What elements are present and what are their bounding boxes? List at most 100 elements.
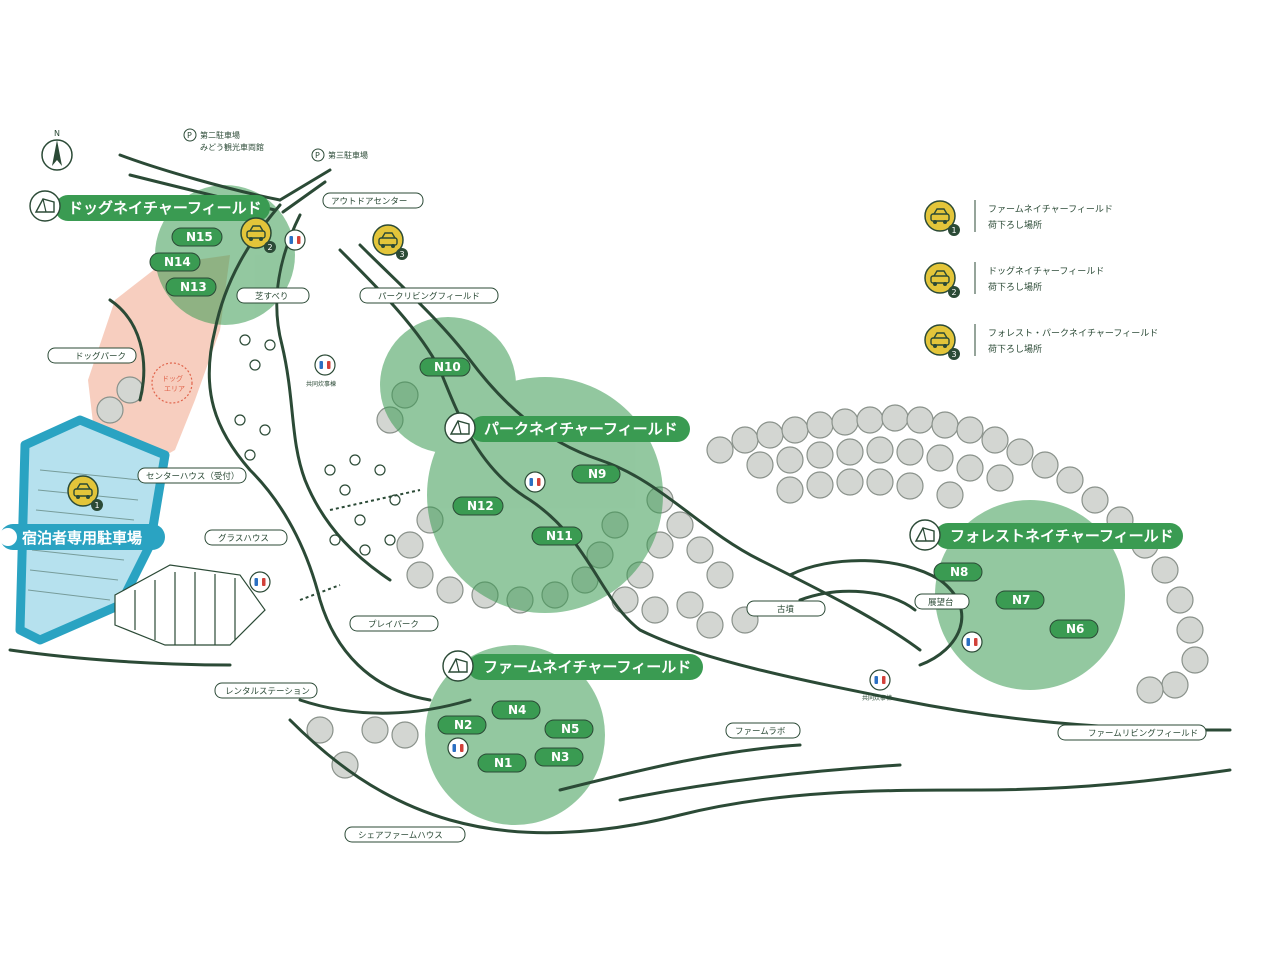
- toilet-icon: [447, 737, 469, 759]
- svg-text:N8: N8: [950, 565, 968, 579]
- site-n14: N14: [149, 252, 201, 272]
- dog-area-marker: ドッグ エリア: [151, 362, 193, 404]
- parking-2-line2: みどう観光車両館: [200, 142, 264, 152]
- svg-text:N12: N12: [467, 499, 494, 513]
- svg-text:2: 2: [952, 288, 957, 297]
- guest-parking-label[interactable]: 宿泊者専用駐車場: [0, 524, 165, 550]
- site-n4: N4: [491, 700, 541, 720]
- place-rental-station: レンタルステーション: [214, 682, 318, 699]
- svg-text:1: 1: [952, 226, 957, 235]
- roads: [8, 153, 1232, 835]
- place-play-park: プレイパーク: [349, 615, 439, 632]
- place-dog-park: ドッグパーク: [47, 347, 137, 364]
- svg-text:レンタルステーション: レンタルステーション: [225, 687, 310, 697]
- svg-text:N13: N13: [180, 280, 207, 294]
- svg-text:N11: N11: [546, 529, 573, 543]
- place-farm-lab: ファームラボ: [725, 722, 801, 739]
- toilet-icon: [314, 354, 336, 376]
- toilet-icon: [284, 229, 306, 251]
- place-old-tomb: 古墳: [746, 600, 826, 617]
- site-n12: N12: [452, 496, 504, 516]
- place-share-farm-house: シェアファームハウス: [344, 826, 466, 843]
- orchard: [234, 334, 401, 556]
- svg-text:荷下ろし場所: 荷下ろし場所: [988, 343, 1042, 355]
- svg-text:ファームラボ: ファームラボ: [735, 727, 786, 737]
- compass-label: N: [54, 129, 60, 138]
- svg-text:N4: N4: [508, 703, 526, 717]
- svg-text:N15: N15: [186, 230, 213, 244]
- legend-item-2: 2 ドッグネイチャーフィールド 荷下ろし場所: [924, 262, 1104, 298]
- site-n8: N8: [933, 562, 983, 582]
- svg-text:1: 1: [95, 501, 100, 510]
- field-label-dog[interactable]: ドッグネイチャーフィールド: [29, 190, 270, 222]
- field-label-forest[interactable]: フォレストネイチャーフィールド: [909, 519, 1183, 551]
- site-n13: N13: [165, 277, 217, 297]
- svg-text:展望台: 展望台: [928, 597, 954, 608]
- legend-item-1: 1 ファームネイチャーフィールド 荷下ろし場所: [924, 200, 1113, 236]
- toilet-label: 共同炊事棟: [862, 694, 892, 702]
- svg-text:N1: N1: [494, 756, 512, 770]
- toilet-label: 共同炊事棟: [306, 380, 336, 388]
- place-labels[interactable]: アウトドアセンター 芝すべり パークリビングフィールド ドッグパーク センターハ…: [47, 192, 1207, 843]
- tent-icon: [909, 519, 941, 551]
- parking-sign-3: P 第三駐車場: [311, 148, 368, 162]
- parking-icon: P: [187, 131, 192, 140]
- svg-text:プレイパーク: プレイパーク: [368, 620, 419, 630]
- dog-area-line2: エリア: [164, 385, 185, 393]
- svg-text:荷下ろし場所: 荷下ろし場所: [988, 219, 1042, 231]
- svg-text:アウトドアセンター: アウトドアセンター: [331, 197, 407, 207]
- site-markers[interactable]: N15 N14 N13 N10 N9 N12 N11 N8 N7 N6 N4 N…: [149, 227, 1099, 773]
- toilet-icon: [869, 669, 891, 691]
- site-n1: N1: [477, 753, 527, 773]
- svg-text:N6: N6: [1066, 622, 1084, 636]
- site-n6: N6: [1049, 619, 1099, 639]
- parking-sign-2: P 第二駐車場 みどう観光車両館: [183, 128, 264, 152]
- site-n11: N11: [531, 526, 583, 546]
- svg-text:N10: N10: [434, 360, 461, 374]
- unloading-markers[interactable]: 1 2 3: [67, 217, 408, 511]
- dashed-paths: [299, 489, 421, 601]
- place-outdoor-center: アウトドアセンター: [322, 192, 424, 209]
- toilet-icon: [961, 631, 983, 653]
- unload-marker-2: 2: [240, 217, 276, 253]
- field-label-text: ドッグネイチャーフィールド: [68, 199, 262, 217]
- svg-text:2: 2: [268, 243, 273, 252]
- unload-marker-3: 3: [372, 224, 408, 260]
- tent-icon: [29, 190, 61, 222]
- legend: 1 ファームネイチャーフィールド 荷下ろし場所 2 ドッグネイチャーフィールド …: [924, 200, 1158, 360]
- site-n15: N15: [171, 227, 223, 247]
- svg-text:ドッグネイチャーフィールド: ドッグネイチャーフィールド: [988, 265, 1104, 277]
- site-n5: N5: [544, 719, 594, 739]
- svg-text:ファームネイチャーフィールド: ファームネイチャーフィールド: [988, 204, 1113, 215]
- svg-text:N9: N9: [588, 467, 606, 481]
- svg-text:センターハウス（受付）: センターハウス（受付）: [146, 471, 239, 482]
- svg-text:ファームリビングフィールド: ファームリビングフィールド: [1088, 728, 1198, 739]
- svg-text:N7: N7: [1012, 593, 1030, 607]
- svg-text:グラスハウス: グラスハウス: [218, 533, 269, 544]
- svg-text:シェアファームハウス: シェアファームハウス: [358, 831, 443, 841]
- compass-icon: N: [41, 129, 73, 171]
- legend-item-3: 3 フォレスト・パークネイチャーフィールド 荷下ろし場所: [924, 324, 1158, 360]
- glass-house-building: [114, 564, 266, 646]
- field-label-text: パークネイチャーフィールド: [484, 420, 678, 438]
- site-n3: N3: [534, 747, 584, 767]
- parking-2-line1: 第二駐車場: [200, 130, 240, 140]
- field-label-farm[interactable]: ファームネイチャーフィールド: [442, 650, 703, 682]
- site-n10: N10: [419, 357, 471, 377]
- place-center-house: センターハウス（受付）: [137, 467, 247, 484]
- toilet-icon: [524, 471, 546, 493]
- svg-text:荷下ろし場所: 荷下ろし場所: [988, 281, 1042, 293]
- field-label-park[interactable]: パークネイチャーフィールド: [444, 412, 690, 444]
- svg-text:3: 3: [400, 250, 405, 259]
- place-observatory: 展望台: [914, 593, 970, 610]
- unload-marker-1: 1: [67, 475, 103, 511]
- svg-text:芝すべり: 芝すべり: [255, 291, 288, 302]
- field-label-text: フォレストネイチャーフィールド: [950, 527, 1174, 545]
- place-farm-living: ファームリビングフィールド: [1057, 724, 1207, 741]
- place-glass-house: グラスハウス: [204, 529, 288, 546]
- site-n9: N9: [571, 464, 621, 484]
- dog-area-line1: ドッグ: [162, 374, 183, 383]
- svg-text:古墳: 古墳: [777, 604, 795, 615]
- svg-text:N14: N14: [164, 255, 191, 269]
- svg-text:N2: N2: [454, 718, 472, 732]
